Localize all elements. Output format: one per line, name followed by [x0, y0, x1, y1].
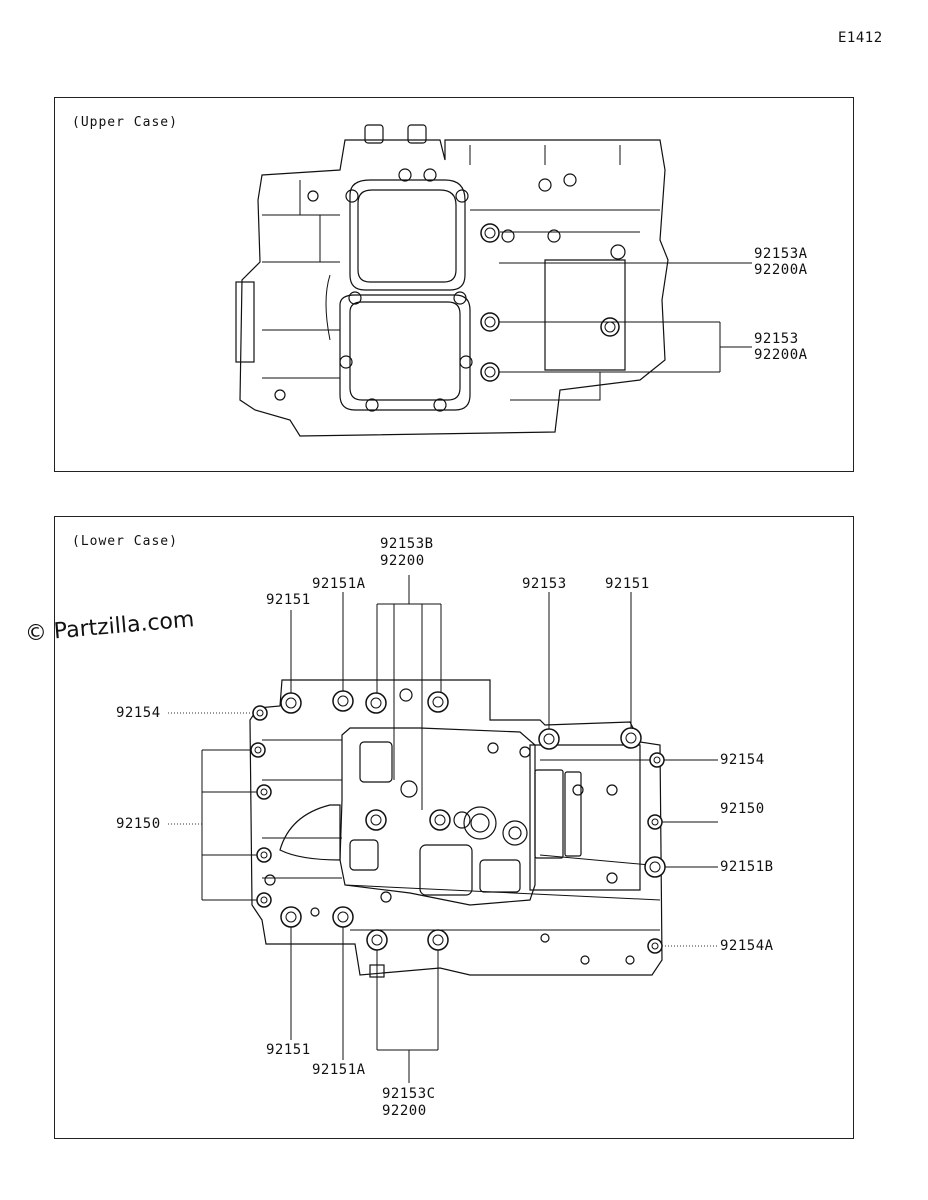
- callout-lower-92154-right: 92154: [720, 752, 765, 768]
- upper-case-caption: (Upper Case): [72, 115, 178, 130]
- upper-case-panel: [54, 97, 854, 472]
- page-code: E1412: [838, 30, 883, 46]
- callout-lower-92151-topright: 92151: [605, 576, 650, 592]
- callout-upper-92153a: 92153A: [754, 246, 808, 262]
- lower-case-caption: (Lower Case): [72, 534, 178, 549]
- callout-lower-92151-top: 92151: [266, 592, 311, 608]
- callout-lower-92151a-bottom: 92151A: [312, 1062, 366, 1078]
- callout-lower-92151b: 92151B: [720, 859, 774, 875]
- callout-lower-92153c: 92153C: [382, 1086, 436, 1102]
- upper-crankcase-drawing: [235, 124, 669, 437]
- upper-leader-lines: [499, 262, 752, 373]
- lower-case-panel: [54, 516, 854, 1139]
- callout-lower-92150-right: 92150: [720, 801, 765, 817]
- callout-upper-92200a-2: 92200A: [754, 347, 808, 363]
- callout-lower-92151-bottom: 92151: [266, 1042, 311, 1058]
- lower-leader-lines: [168, 575, 718, 1083]
- callout-lower-92154a: 92154A: [720, 938, 774, 954]
- callout-lower-92153b: 92153B: [380, 536, 434, 552]
- callout-upper-92153: 92153: [754, 331, 799, 347]
- lower-crankcase-drawing: [249, 679, 666, 978]
- callout-lower-92200-top: 92200: [380, 553, 425, 569]
- callout-upper-92200a: 92200A: [754, 262, 808, 278]
- callout-lower-92200-bottom: 92200: [382, 1103, 427, 1119]
- callout-lower-92150-left: 92150: [116, 816, 161, 832]
- callout-lower-92154-left: 92154: [116, 705, 161, 721]
- callout-lower-92151a-top: 92151A: [312, 576, 366, 592]
- callout-lower-92153-top: 92153: [522, 576, 567, 592]
